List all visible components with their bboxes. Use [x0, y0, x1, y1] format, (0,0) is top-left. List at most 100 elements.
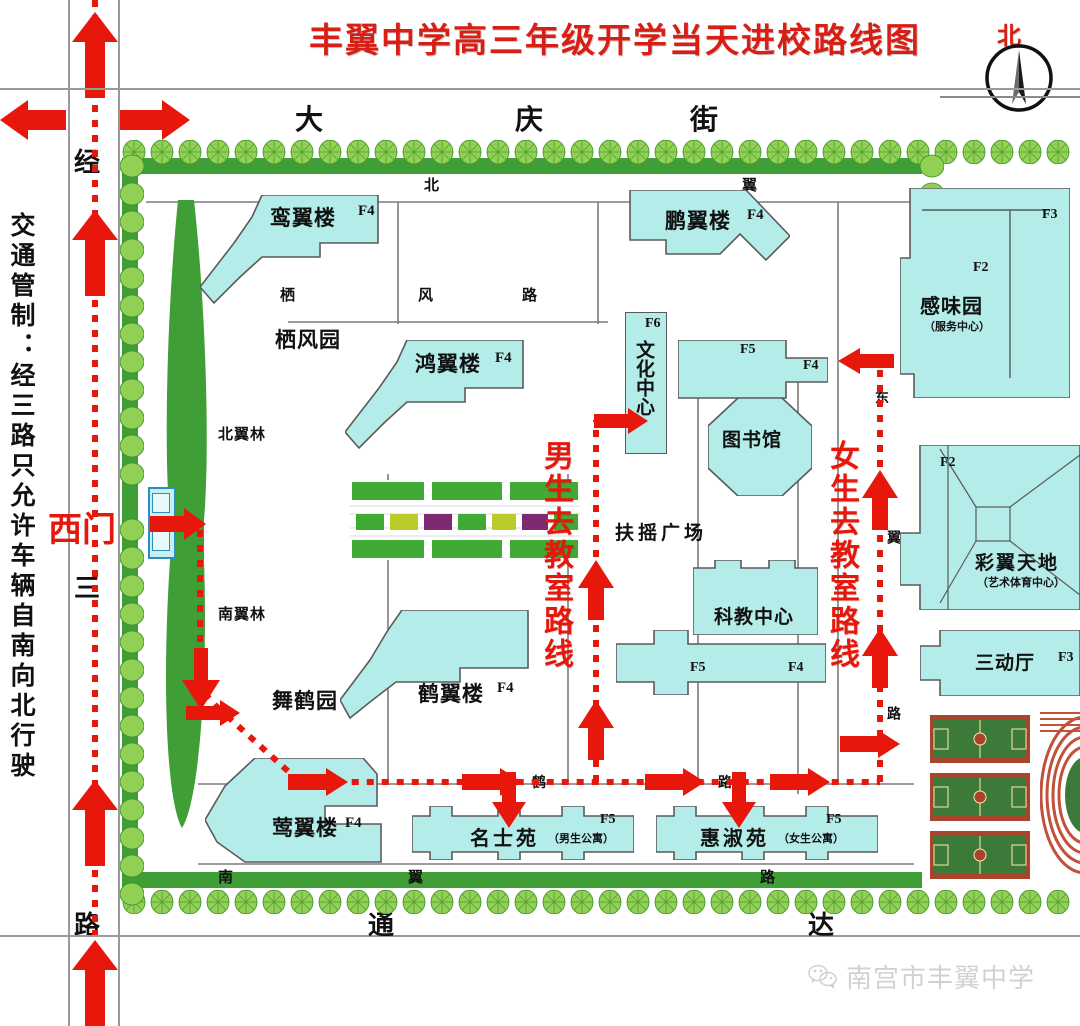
building-huishu-yuan-label: 惠淑苑 [700, 828, 769, 850]
flowerbed-garden [350, 480, 580, 560]
route-arrow-wuhe-4 [770, 768, 830, 796]
route-arrow-girls-up-2 [862, 470, 898, 530]
south-wing-road-label-3: 路 [760, 869, 776, 886]
tongda-street-line [0, 935, 1080, 937]
girls-route-label: 女生去教室路线 [825, 440, 858, 671]
jingsan-arrow-top [72, 12, 118, 98]
building-ganwei-yuan-sub: （服务中心） [924, 321, 990, 333]
building-luanyi-lou-floors: F4 [358, 203, 375, 219]
building-caiyi-tiandi-sub: （艺术体育中心） [977, 577, 1065, 589]
compass-rose: 北 [975, 16, 1065, 116]
south-wing-road-label-2: 翼 [408, 869, 424, 886]
north-wing-road-label-1: 北 [424, 177, 440, 194]
tongda-street-label-1: 通 [368, 910, 395, 940]
building-library-shape [708, 398, 812, 496]
west-gate-label: 西门 [48, 511, 116, 549]
watermark: 南宫市丰翼中学 [808, 958, 1035, 995]
building-kejiao-f4: F4 [788, 660, 804, 675]
route-arrow-boys-to-wenhua [594, 408, 648, 434]
building-caiyi-tiandi-label: 彩翼天地 [975, 553, 1060, 574]
building-luanyi-lou-shape [200, 195, 379, 305]
jingsan-arrow-upper [72, 210, 118, 296]
building-ganwei-yuan-label: 感味园 [920, 296, 983, 318]
route-arrow-wuhe-1 [288, 768, 348, 796]
boys-route-label: 男生去教室路线 [539, 440, 572, 671]
building-wenhua-annex-shape [678, 340, 828, 399]
page-title: 丰翼中学高三年级开学当天进校路线图 [309, 22, 921, 60]
route-arrow-down-west [182, 648, 220, 710]
building-yingyi-lou-label: 莺翼楼 [272, 817, 338, 840]
building-wenhua-center-floors: F6 [645, 316, 661, 331]
daqing-street-line-top [0, 88, 1080, 90]
building-kejiao-center-label: 科教中心 [714, 607, 795, 628]
building-hongyi-lou-floors: F4 [495, 350, 512, 366]
route-arrow-right-west [186, 700, 240, 726]
building-pengyi-lou-shape [629, 190, 790, 262]
building-pengyi-lou-label: 鹏翼楼 [665, 210, 731, 233]
area-nanyi-lin-label: 南翼林 [218, 606, 267, 623]
building-yingyi-lou-floors: F4 [345, 815, 362, 831]
south-wing-road-label-1: 南 [218, 869, 234, 886]
building-ganwei-yuan-floors: F3 [1042, 207, 1058, 222]
building-luanyi-lou-label: 鸾翼楼 [270, 207, 336, 230]
building-caiyi-f2: F2 [940, 455, 956, 470]
building-huishu-yuan-sub: （女生公寓） [778, 833, 844, 845]
building-library-label: 图书馆 [722, 430, 783, 451]
basketball-courts [930, 715, 1040, 883]
building-kejiao-f5: F5 [690, 660, 706, 675]
daqing-arrow-west [0, 100, 66, 140]
building-huishu-yuan-shape [656, 806, 878, 860]
building-pengyi-lou-floors: F4 [747, 207, 764, 223]
track-bleachers [1040, 710, 1080, 736]
area-fuyao-plaza-label: 扶摇广场 [615, 523, 708, 544]
building-wenhua-center-label: 文化中心 [633, 340, 654, 416]
building-heyi-lou-label: 鹤翼楼 [418, 683, 484, 706]
route-arrow-girls-to-wenhua [838, 348, 894, 374]
traffic-control-notice: 交通管制：经三路只允许车辆自南向北行驶 [7, 212, 35, 782]
building-wenhua-annex-f4: F4 [803, 358, 819, 373]
route-arrow-boys-up-1 [578, 700, 614, 760]
building-caiyi-tiandi-shape [900, 445, 1080, 610]
building-kejiao-center-shape [693, 560, 818, 635]
daqing-street-label-2: 庆 [515, 104, 544, 135]
daqing-street-label-1: 大 [295, 104, 324, 135]
qifeng-road-label-3: 路 [522, 287, 538, 304]
tree-row-south [120, 890, 1080, 914]
route-arrow-into-huishu [722, 772, 756, 828]
qifeng-road-label-2: 风 [418, 287, 434, 304]
route-arrow-girls-up-1 [862, 628, 898, 688]
route-arrow-wuhe-5 [840, 730, 900, 758]
area-qifeng-yuan-label: 栖风园 [275, 329, 341, 352]
building-wenhua-annex-f5: F5 [740, 342, 756, 357]
campus-lawn-bottom [122, 872, 922, 888]
building-hongyi-lou-shape [345, 340, 524, 450]
building-sandong-ting-floors: F3 [1058, 650, 1074, 665]
watermark-text: 南宫市丰翼中学 [846, 963, 1036, 993]
daqing-arrow-east [120, 100, 190, 140]
jingsan-arrow-lower [72, 780, 118, 866]
jingsan-road-lane-right [118, 0, 120, 1026]
tongda-street-label-2: 达 [808, 910, 835, 940]
building-sandong-ting-label: 三动厅 [975, 653, 1036, 674]
area-beiyi-lin-label: 北翼林 [218, 426, 267, 443]
route-arrow-into-mingshi [492, 772, 526, 828]
qifeng-road-label-1: 栖 [280, 287, 296, 304]
building-heyi-lou-floors: F4 [497, 680, 514, 696]
wuhe-road-label-3: 路 [718, 774, 732, 790]
east-wing-road-label-3: 路 [886, 706, 902, 720]
running-track [1040, 705, 1080, 885]
building-heyi-lou-shape [340, 610, 529, 720]
building-mingshi-yuan-floors: F5 [600, 812, 616, 827]
daqing-street-label-3: 街 [690, 104, 719, 135]
building-huishu-yuan-floors: F5 [826, 812, 842, 827]
wechat-icon [808, 964, 838, 990]
building-mingshi-yuan-shape [412, 806, 634, 860]
route-arrow-boys-up-2 [578, 560, 614, 620]
jingsan-arrow-bottom [72, 940, 118, 1026]
building-ganwei-yuan-shape [900, 188, 1070, 398]
jingsan-road-lane-left [68, 0, 70, 1026]
west-gate-bar-top [152, 493, 170, 513]
building-mingshi-yuan-sub: （男生公寓） [548, 833, 614, 845]
building-sandong-ting-shape [920, 630, 1080, 696]
